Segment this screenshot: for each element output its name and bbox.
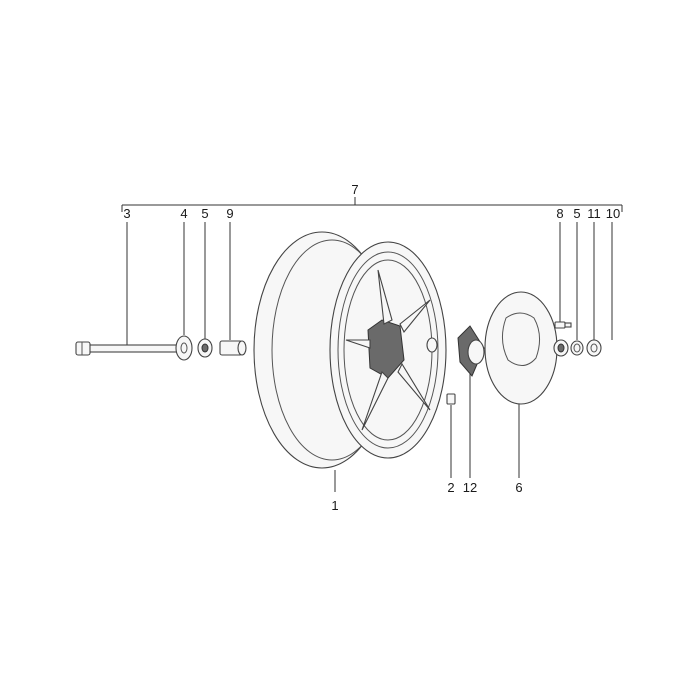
spacer-part [175,335,193,361]
wheel-part [253,231,447,469]
assembly-bracket [121,197,623,212]
callout-11: 11 [587,206,601,221]
callout-2: 2 [447,480,454,495]
callout-1: 1 [331,498,338,513]
spacer-tube-part [219,340,247,356]
brake-disc-part [484,291,558,405]
bearing-right-part [553,339,569,357]
screw-part [554,321,572,329]
callout-5-left: 5 [201,206,208,221]
seal-part [570,340,584,356]
leader-lines [126,222,613,492]
callout-7: 7 [351,182,358,197]
callout-8: 8 [556,206,563,221]
callout-3: 3 [123,206,130,221]
nut-part [586,339,602,357]
bearing-left-part [197,338,213,358]
callout-10: 10 [606,206,620,221]
bolt-small-part [446,393,456,405]
callout-6: 6 [515,480,522,495]
callout-5-right: 5 [573,206,580,221]
callout-4: 4 [180,206,187,221]
callout-12: 12 [463,480,477,495]
axle-part [75,341,181,356]
callout-9: 9 [226,206,233,221]
hub-flange-part [457,325,485,377]
